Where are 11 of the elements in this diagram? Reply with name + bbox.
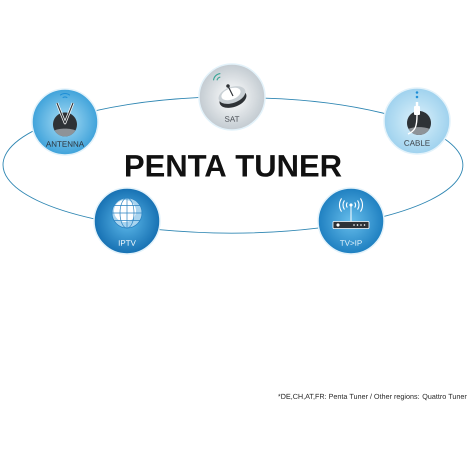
connector-line xyxy=(159,228,318,234)
circle-node: TV>IP xyxy=(317,187,385,255)
connector-line xyxy=(265,98,385,114)
connector-line xyxy=(2,130,94,220)
circle-node: CABLE xyxy=(383,87,451,155)
title: PENTA TUNER xyxy=(126,155,342,177)
circle-node: IPTV xyxy=(93,187,161,255)
connector-line xyxy=(96,97,199,111)
circle-node: ANTENNA xyxy=(31,88,99,156)
connector-line xyxy=(384,138,464,217)
circle-node: SAT xyxy=(198,63,266,131)
